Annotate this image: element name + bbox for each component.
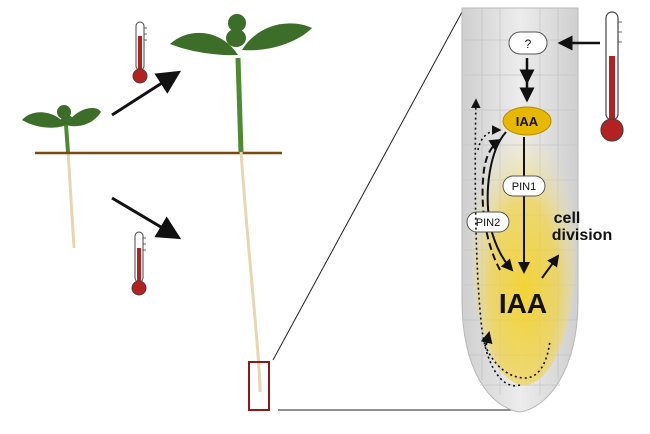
pin2-dashed-arrow	[481, 138, 502, 271]
tall-seedling-left-leaf	[170, 32, 238, 56]
thermometer-icon	[600, 11, 624, 142]
pin1-label: PIN1	[512, 181, 536, 193]
thermometer-icon	[132, 21, 148, 84]
pin1-label-box: PIN1	[502, 175, 546, 197]
dotted-loop-inner	[482, 339, 551, 379]
tall-seedling-root	[239, 149, 262, 393]
iaa-top-node: IAA	[502, 106, 552, 136]
zoom-box	[248, 361, 270, 411]
tall-seedling-right-leaf	[242, 23, 312, 51]
unknown-signal-label: ?	[525, 37, 532, 51]
tall-seedling-stem	[235, 57, 244, 153]
arrow-icon	[111, 196, 182, 240]
arrow-icon	[480, 331, 493, 346]
tall-seedling	[170, 14, 312, 393]
small-seedling-left-leaf	[22, 112, 66, 128]
tall-seedling-bud-top	[228, 14, 246, 32]
tall-seedling-bud-mid	[226, 29, 246, 47]
iaa-top-label: IAA	[516, 114, 539, 129]
small-seedling	[22, 105, 101, 249]
unknown-signal-box: ?	[508, 31, 548, 55]
zoom-line-top	[272, 11, 463, 361]
small-seedling-root	[66, 149, 76, 249]
arrow-icon	[111, 70, 182, 117]
cell-division-arrow	[541, 254, 560, 279]
dotted-loop-top	[477, 125, 502, 151]
small-seedling-stem	[64, 124, 70, 153]
thermometer-icon	[131, 231, 147, 296]
iaa-bottom-label: IAA	[499, 288, 547, 319]
cell-division-label-line2: division	[552, 227, 612, 244]
pin2-label: PIN2	[476, 217, 500, 229]
cell-division-label-line1: cell	[554, 210, 581, 227]
pin2-label-box: PIN2	[466, 211, 510, 233]
small-seedling-right-leaf	[66, 108, 101, 127]
small-seedling-bud-2	[61, 115, 73, 125]
